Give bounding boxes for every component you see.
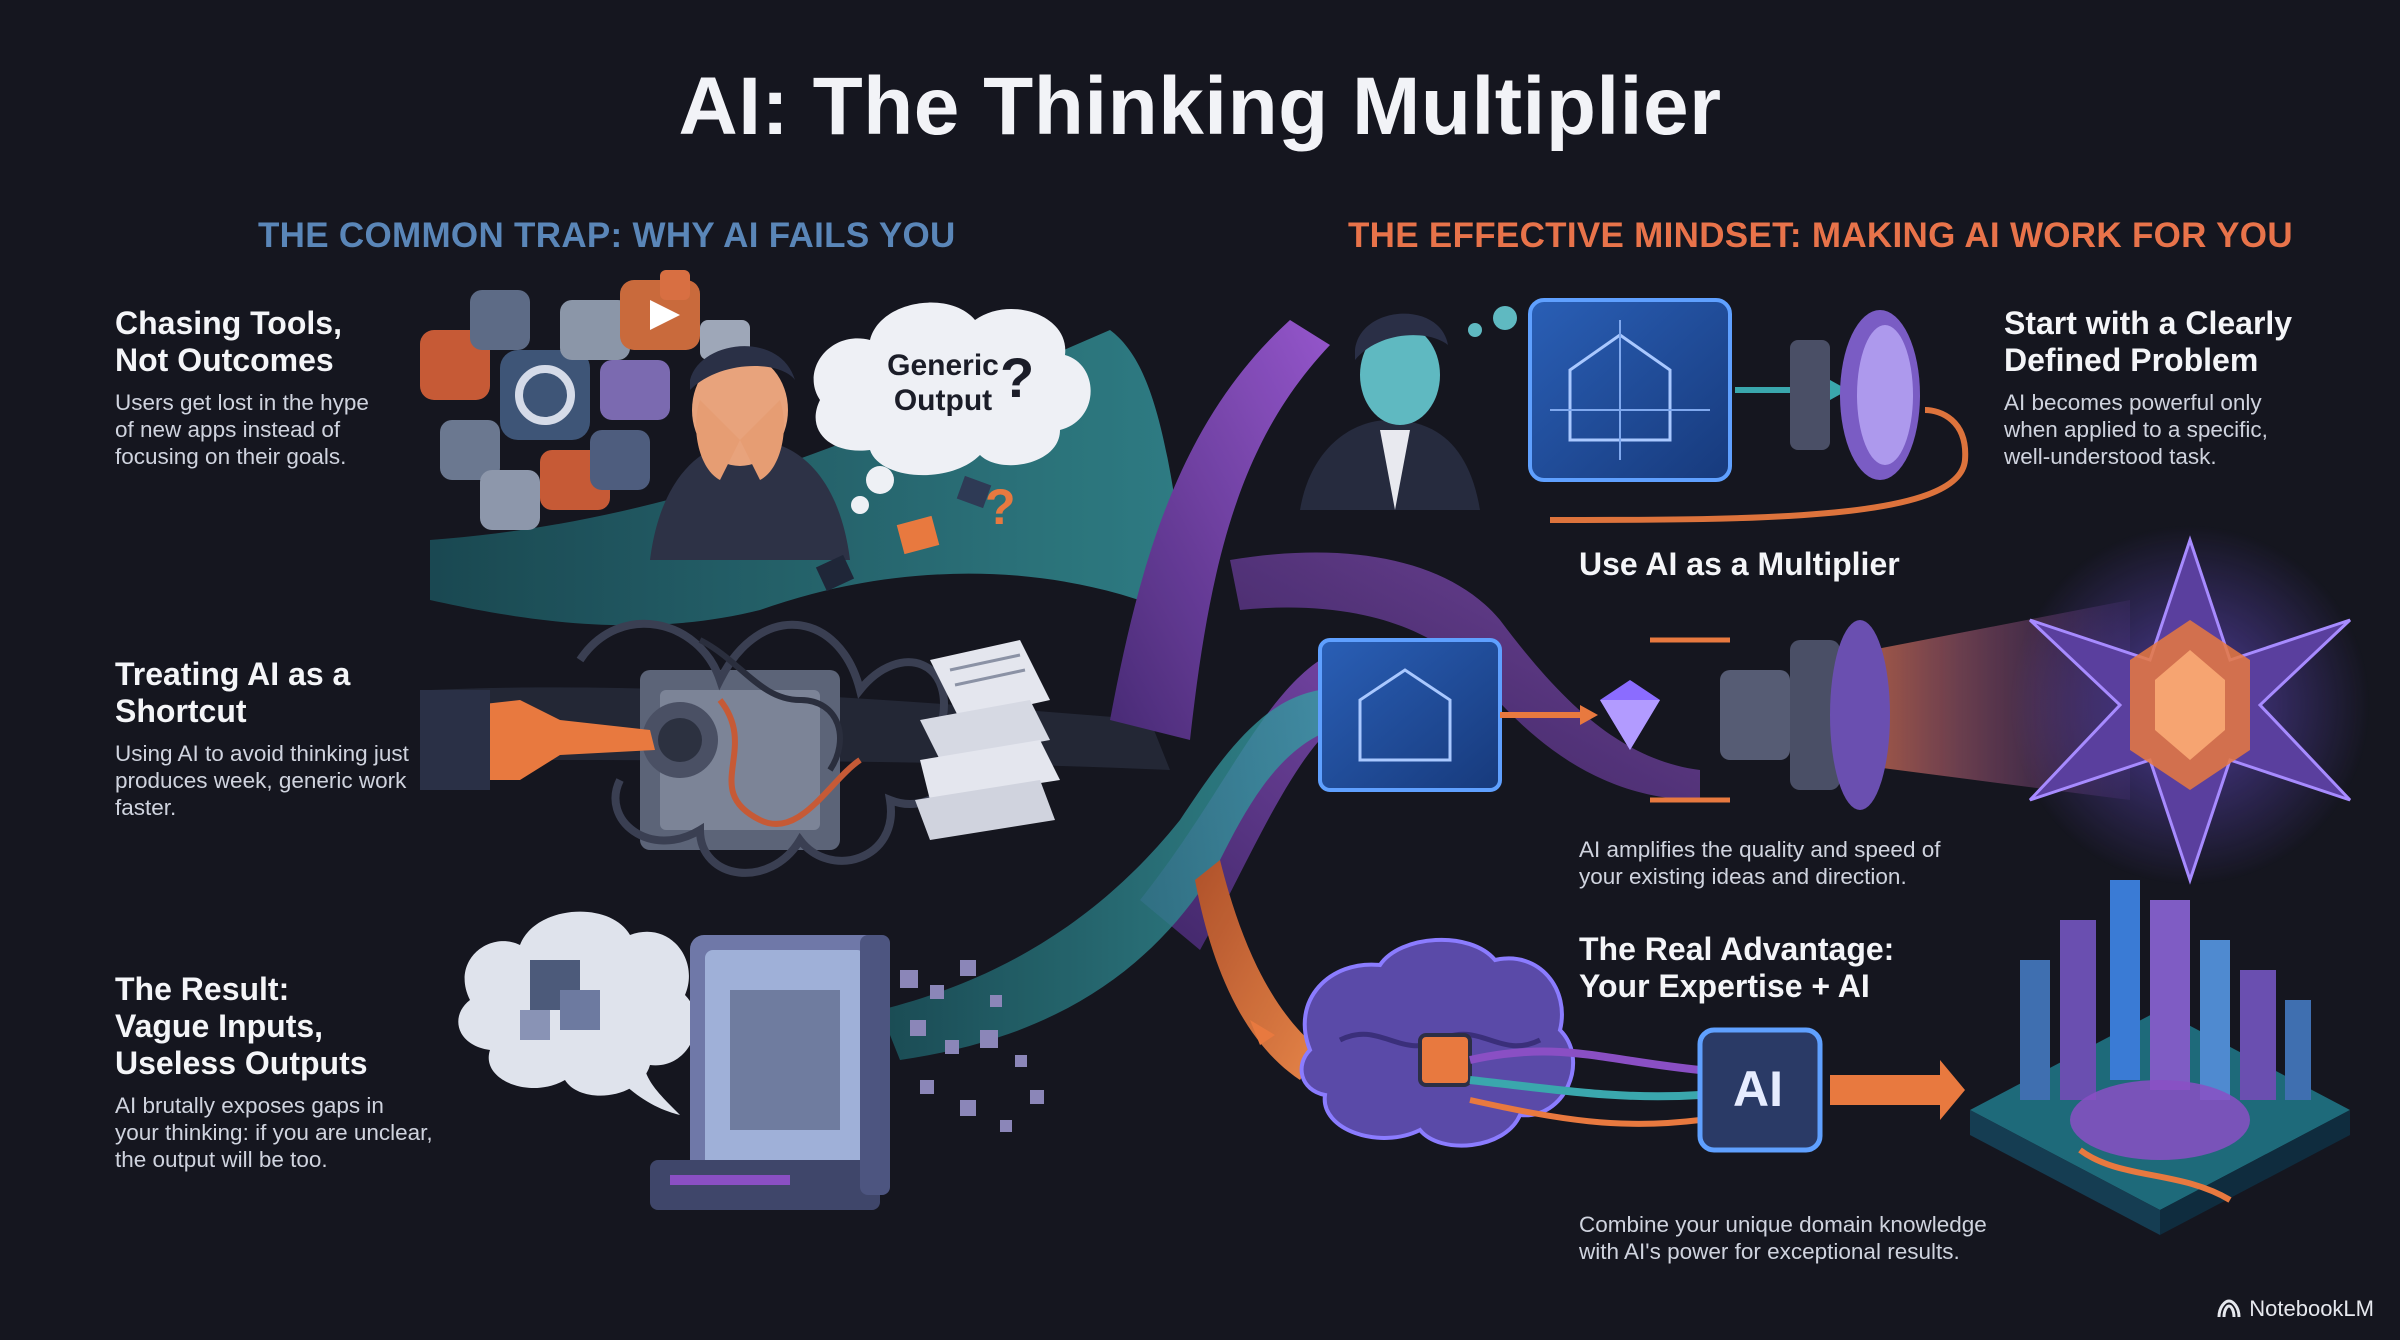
- pixelated-thought-cloud: [458, 911, 697, 1115]
- left-item-2-desc-line3: faster.: [115, 795, 177, 820]
- tangled-machine: [576, 619, 961, 877]
- blueprint-card-top: [1528, 298, 1732, 482]
- right-item-defined-problem: Start with a Clearly Defined Problem AI …: [2004, 305, 2364, 470]
- left-item-3-desc-line1: AI brutally exposes gaps in: [115, 1093, 384, 1118]
- ribbon-teal-lower: [880, 690, 1330, 1060]
- ribbon-purple-loop: [1230, 552, 1700, 800]
- notebooklm-brand: NotebookLM: [2217, 1296, 2374, 1322]
- amplifier-nozzle: [1650, 620, 1890, 810]
- right-item-1-title-line2: Defined Problem: [2004, 342, 2259, 378]
- right-item-3-title-line1: The Real Advantage:: [1579, 931, 1895, 967]
- tablet-device: [650, 935, 890, 1210]
- app-icon-cluster: [420, 270, 750, 530]
- right-section-heading: THE EFFECTIVE MINDSET: MAKING AI WORK FO…: [1348, 216, 2293, 255]
- ai-chip: [1469, 1027, 1965, 1153]
- page-title: AI: The Thinking Multiplier: [678, 61, 1722, 152]
- generic-output-cloud-label: Generic Output: [868, 348, 1018, 418]
- brain-graphic: [1299, 937, 1576, 1148]
- right-item-2-desc-line2: your existing ideas and direction.: [1579, 864, 1907, 889]
- pointing-hand: [420, 690, 655, 790]
- ai-chip-label: AI: [1733, 1061, 1783, 1117]
- right-item-1-desc-line1: AI becomes powerful only: [2004, 390, 2262, 415]
- right-item-2-title: Use AI as a Multiplier: [1579, 546, 1900, 582]
- paper-stack: [915, 640, 1060, 840]
- right-item-1-title-line1: Start with a Clearly: [2004, 305, 2293, 341]
- cloud-label-line2: Output: [893, 384, 993, 417]
- cloud-label-line1: Generic: [887, 349, 999, 382]
- left-item-1-desc-line2: of new apps instead of: [115, 417, 341, 442]
- right-item-3-title-block: The Real Advantage: Your Expertise + AI: [1579, 931, 1939, 1005]
- right-item-1-desc-line3: well-understood task.: [2004, 444, 2217, 469]
- floating-question-mark: ?: [985, 479, 1016, 535]
- left-item-1-desc-line1: Users get lost in the hype: [115, 390, 369, 415]
- left-item-1-desc-line3: focusing on their goals.: [115, 444, 347, 469]
- right-item-3-desc-line2: with AI's power for exceptional results.: [1579, 1239, 1960, 1264]
- left-section-heading: THE COMMON TRAP: WHY AI FAILS YOU: [258, 216, 956, 255]
- crystal-star: [2010, 525, 2370, 885]
- left-item-2-title-line2: Shortcut: [115, 693, 247, 729]
- right-item-3-description: Combine your unique domain knowledge wit…: [1579, 1211, 2059, 1265]
- left-item-3-title-line1: The Result:: [115, 971, 290, 1007]
- left-item-chasing-tools: Chasing Tools, Not Outcomes Users get lo…: [115, 305, 415, 470]
- notebooklm-logo-icon: [2217, 1299, 2241, 1318]
- flow-arrow-down: [1250, 1020, 1275, 1045]
- stressed-person-figure: [650, 346, 850, 560]
- cloud-question-mark: ?: [1000, 346, 1035, 409]
- left-item-1-title-line2: Not Outcomes: [115, 342, 334, 378]
- left-item-3-title-line2: Vague Inputs,: [115, 1008, 324, 1044]
- left-item-treating-ai-shortcut: Treating AI as a Shortcut Using AI to av…: [115, 656, 455, 821]
- futuristic-city: [1970, 880, 2350, 1235]
- lens-device: [1735, 310, 1920, 480]
- ribbon-purple-main: [1110, 320, 1330, 740]
- pixel-stream: [900, 960, 1044, 1132]
- left-item-3-desc-line2: your thinking: if you are unclear,: [115, 1120, 433, 1145]
- ribbon-orange-lower: [1195, 860, 1320, 1080]
- orange-connector-line: [1549, 407, 1969, 523]
- left-item-2-desc-line1: Using AI to avoid thinking just: [115, 741, 409, 766]
- right-item-1-desc-line2: when applied to a specific,: [2004, 417, 2268, 442]
- generic-output-cloud: [813, 302, 1091, 592]
- blueprint-card-mid: [1318, 638, 1502, 792]
- right-item-2-description: AI amplifies the quality and speed of yo…: [1579, 836, 2019, 890]
- left-item-2-title-line1: Treating AI as a: [115, 656, 351, 692]
- left-item-2-desc-line2: produces week, generic work: [115, 768, 407, 793]
- right-item-3-desc-line1: Combine your unique domain knowledge: [1579, 1212, 1987, 1237]
- thinking-man-figure: [1300, 306, 1517, 510]
- left-item-3-title-line3: Useless Outputs: [115, 1045, 368, 1081]
- ribbon-purple-lower: [1140, 638, 1500, 950]
- right-item-2-desc-line1: AI amplifies the quality and speed of: [1579, 837, 1941, 862]
- diamond-gem: [1500, 680, 1660, 750]
- left-item-1-title-line1: Chasing Tools,: [115, 305, 342, 341]
- right-item-3-title-line2: Your Expertise + AI: [1579, 968, 1870, 1004]
- left-item-3-desc-line3: the output will be too.: [115, 1147, 328, 1172]
- left-item-the-result: The Result: Vague Inputs, Useless Output…: [115, 971, 475, 1173]
- brand-label: NotebookLM: [2249, 1296, 2374, 1321]
